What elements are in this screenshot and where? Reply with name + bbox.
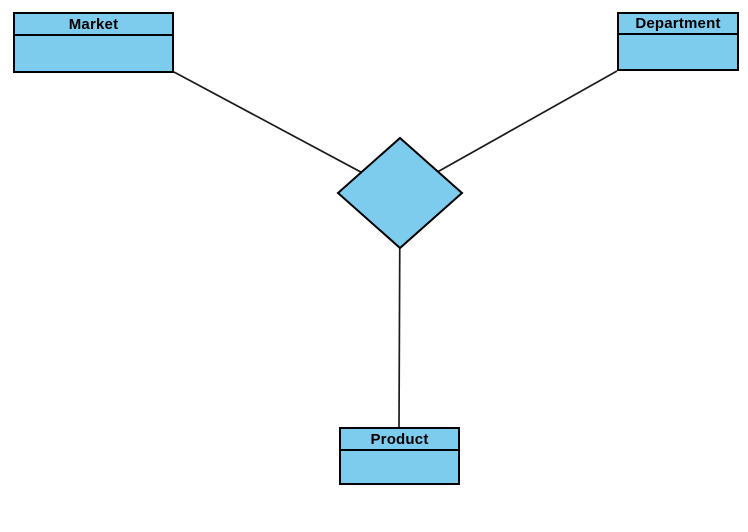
entity-product-label: Product [341, 429, 458, 451]
entity-product: Product [339, 427, 460, 485]
entity-department: Department [617, 12, 739, 71]
entity-department-attributes-compartment [619, 35, 737, 69]
entity-market-attributes-compartment [15, 36, 172, 71]
entity-product-attributes-compartment [341, 451, 458, 483]
entity-market-label: Market [15, 14, 172, 36]
relationship-diamond [336, 136, 464, 250]
entity-department-label: Department [619, 14, 737, 35]
entity-market: Market [13, 12, 174, 73]
